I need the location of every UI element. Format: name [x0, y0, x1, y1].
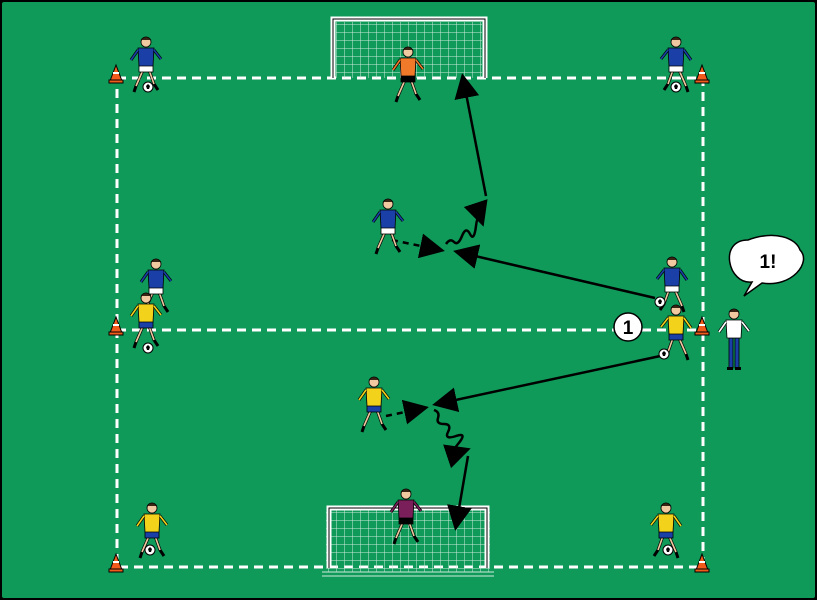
- coach-call-text: 1!: [760, 252, 777, 273]
- player-figure-icon: [649, 502, 683, 559]
- soccer-ball-icon: [658, 348, 670, 360]
- player-figure-icon: [357, 376, 391, 433]
- player-figure-icon: [717, 308, 751, 370]
- player-figure-icon: [371, 198, 405, 255]
- balls: [142, 81, 682, 556]
- movement-arrows: [385, 73, 666, 531]
- dribble-arrow-bottom: [433, 408, 471, 469]
- step-marker-circle: [613, 312, 643, 342]
- player-figure-icon: [129, 36, 163, 93]
- cone-icon: [694, 63, 710, 84]
- cone-icon: [108, 63, 124, 84]
- speech-bubble-shape: [728, 234, 805, 297]
- soccer-ball-icon: [142, 342, 154, 354]
- soccer-ball-icon: [142, 81, 154, 93]
- soccer-ball-icon: [654, 296, 666, 308]
- player-figure-icon: [129, 292, 163, 349]
- cone-icon: [108, 315, 124, 336]
- shot-arrow-bottom: [447, 455, 472, 531]
- step-marker-label: 1: [623, 318, 634, 339]
- player-figure-icon: [659, 36, 693, 93]
- pass-arrow-top: [453, 244, 656, 300]
- run-arrow-top: [391, 233, 445, 259]
- cone-icon: [694, 315, 710, 336]
- step-marker: 1: [613, 312, 643, 342]
- soccer-ball-icon: [662, 544, 674, 556]
- speech-bubble-icon: 1!: [728, 234, 805, 297]
- players: [129, 36, 751, 559]
- soccer-ball-icon: [144, 544, 156, 556]
- cone-icon: [108, 552, 124, 573]
- player-figure-icon: [655, 256, 689, 313]
- player-figure-icon: [389, 488, 423, 545]
- pass-arrow-bottom: [432, 353, 666, 413]
- player-figure-icon: [135, 502, 169, 559]
- dribble-arrow-top: [444, 199, 488, 245]
- cones: [108, 63, 710, 573]
- cone-icon: [694, 552, 710, 573]
- soccer-ball-icon: [670, 81, 682, 93]
- shot-arrow-top: [454, 73, 488, 197]
- player-figure-icon: [391, 46, 425, 103]
